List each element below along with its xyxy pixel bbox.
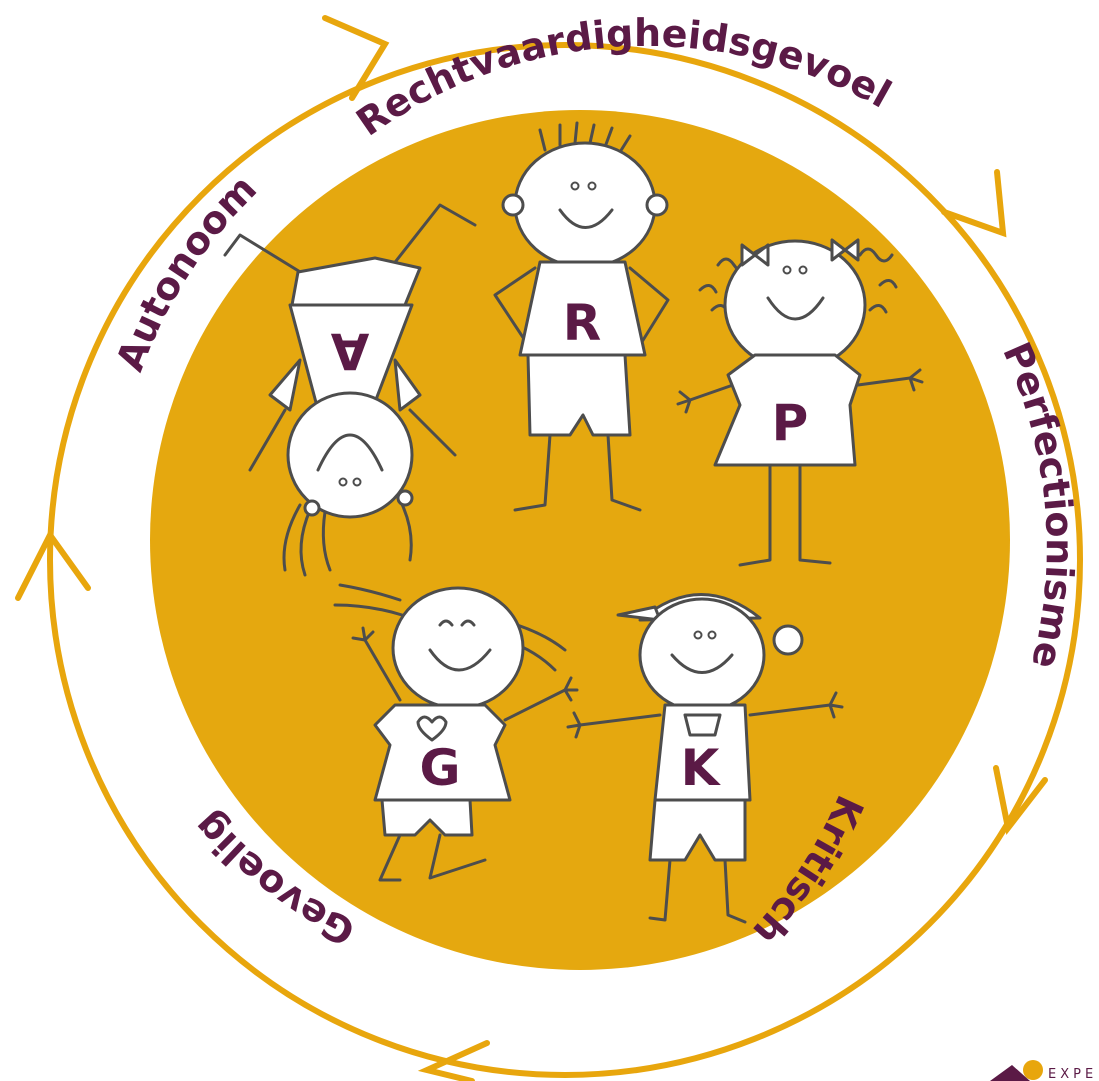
jumping-girl-heart-figure: G <box>333 583 579 882</box>
shirt-letter-p: P <box>772 394 809 452</box>
brand-text: EXPE <box>1048 1067 1097 1081</box>
shirt-letter-g: G <box>419 739 460 797</box>
shirt-letter-k: K <box>681 739 722 797</box>
upside-down-girl-figure: A <box>223 203 477 577</box>
shirt-letter-r: R <box>563 294 602 352</box>
curly-hair-girl-figure: P <box>676 238 924 567</box>
arrowhead-top-icon <box>322 15 390 101</box>
boy-with-cap-figure: K <box>566 593 844 924</box>
boy-hands-on-hips-figure: R <box>493 121 670 512</box>
cycle-ring <box>47 42 1083 1078</box>
arrowhead-left-icon <box>15 529 91 601</box>
brand-logo: EXPE <box>990 1060 1097 1081</box>
shirt-letter-a: A <box>330 322 369 380</box>
brand-logo-icon <box>990 1065 1030 1081</box>
cycle-arrowheads <box>15 15 1048 1081</box>
arrowhead-lower-right-icon <box>993 765 1048 836</box>
arrowhead-right-icon <box>941 169 1007 238</box>
arrowhead-bottom-icon <box>417 1040 490 1081</box>
